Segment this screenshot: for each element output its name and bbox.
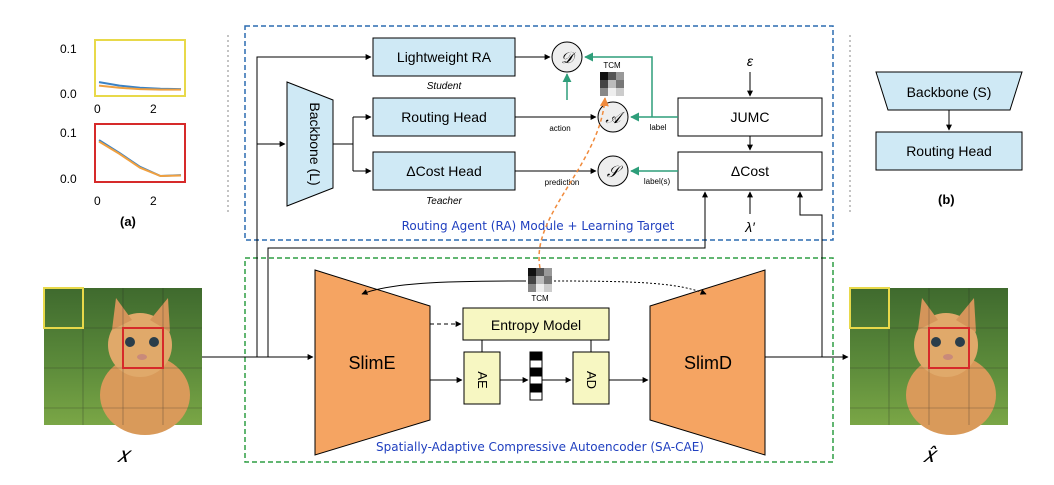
routing-head-box — [372, 97, 516, 137]
plot-bottom-series — [98, 139, 182, 178]
prediction-label: prediction — [545, 178, 580, 187]
output-patch-red — [928, 327, 970, 369]
routing-head-label: Routing Head — [401, 109, 487, 125]
panel-b-caption: (b) — [938, 192, 955, 207]
sym-d: 𝒟 — [561, 50, 577, 67]
plot-top-ytick-1: 0.0 — [60, 87, 77, 101]
label-text: label — [650, 123, 667, 132]
entropy-model-label: Entropy Model — [491, 317, 581, 333]
plot-top-lines-line-1 — [98, 84, 181, 91]
delta-cost-head-box — [372, 151, 516, 191]
input-patch-red — [122, 327, 164, 369]
latent-bar-icon — [529, 351, 543, 401]
output-symbol: 𝑥̂ — [923, 442, 939, 467]
delta-cost-box — [677, 151, 823, 191]
panel-a: 0.1 0.0 0 2 0.1 0.0 0 2 (a) — [60, 39, 186, 229]
plot-top-xtick-0: 0 — [94, 102, 101, 116]
panel-b-routing-head-box — [875, 131, 1023, 171]
action-label: action — [549, 124, 570, 133]
input-image — [43, 287, 202, 435]
sym-a: 𝒜 — [605, 110, 625, 127]
delta-cost-head-label: ΔCost Head — [406, 163, 482, 179]
labels-text: label(s) — [644, 177, 671, 186]
tcm-label-bottom: TCM — [531, 294, 549, 303]
plot-bottom-xtick-1: 2 — [150, 194, 157, 208]
plot-bottom-xtick-0: 0 — [94, 194, 101, 208]
arrow-input-to-lightweight-ra — [256, 54, 372, 357]
lightweight-ra-box — [372, 37, 516, 77]
ad-box — [572, 351, 610, 405]
plot-bottom-frame — [94, 123, 186, 183]
cost-loss-node — [597, 155, 629, 187]
epsilon-symbol: ε — [747, 53, 754, 69]
plot-bottom-lines-line-1 — [98, 140, 182, 178]
jumc-label: JUMC — [731, 109, 770, 125]
ra-module: Routing Agent (RA) Module + Learning Tar… — [244, 25, 834, 241]
arrow-label-to-d — [584, 52, 653, 117]
plot-top: 0.1 0.0 0 2 — [60, 39, 186, 116]
entropy-model-box — [462, 307, 610, 341]
slim-d-label: SlimD — [684, 353, 732, 373]
plot-top-ytick-0: 0.1 — [60, 42, 77, 56]
plot-bottom-ytick-1: 0.0 — [60, 172, 77, 186]
lightweight-ra-label: Lightweight RA — [397, 49, 492, 65]
slim-e-label: SlimE — [348, 353, 395, 373]
action-loss-node — [597, 101, 629, 133]
slim-d-block — [649, 269, 766, 456]
sa-cae-frame — [244, 257, 834, 463]
panel-a-caption: (a) — [120, 214, 136, 229]
arrow-tcm-to-slime — [361, 280, 527, 295]
sa-cae-module: Spatially-Adaptive Compressive Autoencod… — [244, 257, 834, 463]
tcm-matrix-bottom-icon — [528, 268, 552, 292]
panel-b-routing-head-label: Routing Head — [906, 143, 992, 159]
distillation-loss-node — [551, 41, 583, 73]
backbone-l-box — [286, 81, 334, 207]
slim-e-block — [314, 269, 431, 456]
tcm-matrix-top-icon — [600, 72, 624, 96]
lambda-symbol: λ′ — [744, 219, 756, 235]
arrow-output-to-cost — [797, 191, 823, 357]
teacher-label: Teacher — [426, 196, 462, 207]
backbone-l-label: Backbone (L) — [307, 102, 323, 185]
input-patch-yellow — [43, 287, 84, 329]
student-label: Student — [427, 81, 463, 92]
backbone-s-box — [875, 71, 1023, 111]
ra-module-frame — [244, 25, 834, 241]
arrow-input-to-cost — [267, 191, 708, 357]
output-image — [849, 287, 1008, 435]
tcm-link-dashed — [538, 97, 609, 269]
ae-box — [463, 351, 501, 405]
output-patch-yellow — [849, 287, 890, 329]
delta-cost-label: ΔCost — [731, 163, 769, 179]
input-symbol: 𝑥 — [117, 442, 133, 467]
sa-cae-title: Spatially-Adaptive Compressive Autoencod… — [376, 440, 704, 454]
backbone-s-label: Backbone (S) — [907, 84, 992, 100]
plot-bottom-ytick-0: 0.1 — [60, 126, 77, 140]
ad-label: AD — [584, 371, 599, 389]
arrow-tcm-to-slimd — [553, 280, 707, 295]
tcm-label-top: TCM — [603, 61, 621, 70]
plot-bottom: 0.1 0.0 0 2 — [60, 123, 186, 208]
plot-top-series — [98, 81, 182, 91]
plot-top-xtick-1: 2 — [150, 102, 157, 116]
ae-label: AE — [475, 371, 490, 389]
panel-b: Backbone (S) Routing Head (b) — [875, 71, 1023, 207]
jumc-box — [677, 97, 823, 137]
ra-module-title: Routing Agent (RA) Module + Learning Tar… — [402, 219, 675, 233]
